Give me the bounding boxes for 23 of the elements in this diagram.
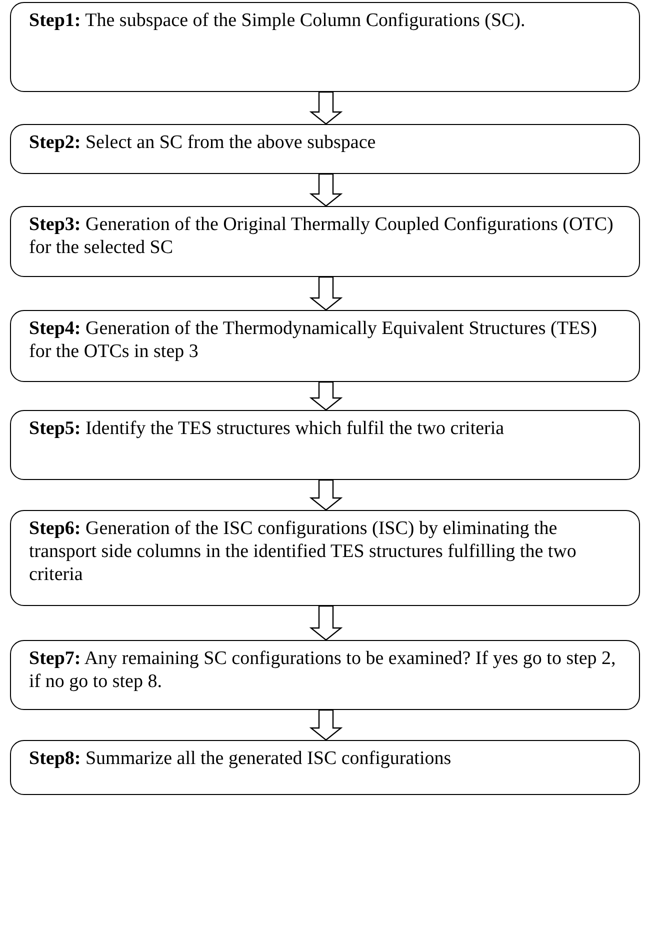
step-text: Step3: Generation of the Original Thermally Coupled Configurations (OTC) for the selected SC (29, 213, 614, 259)
step-text: Step5: Identify the TES structures which fulfil the two criteria (29, 417, 506, 440)
step-text: Step6: Generation of the ISC configurations (ISC) by eliminating the transport side columns in the identified TES structures fulfilling the two criteria (29, 517, 578, 586)
step-text: Step7: Any remaining SC configurations to be examined? If yes go to step 2, if no go to step 8. (29, 647, 617, 693)
step-box (10, 410, 640, 480)
step-box (10, 124, 640, 174)
step-box (10, 310, 640, 382)
hollow-arrow (309, 173, 343, 207)
step-box (10, 206, 640, 277)
hollow-arrow (309, 605, 343, 641)
step-box (10, 2, 640, 92)
hollow-arrow (309, 91, 343, 125)
step-box (10, 510, 640, 606)
step-text: Step8: Summarize all the generated ISC configurations (29, 747, 452, 770)
hollow-arrow (309, 276, 343, 311)
hollow-arrow (309, 381, 343, 411)
step-text: Step4: Generation of the Thermodynamically Equivalent Structures (TES) for the OTCs in step 3 (29, 317, 598, 363)
step-box (10, 640, 640, 710)
step-box (10, 740, 640, 795)
step-text: Step2: Select an SC from the above subspace (29, 131, 377, 154)
hollow-arrow (309, 709, 343, 741)
hollow-arrow (309, 479, 343, 511)
step-text: Step1: The subspace of the Simple Column Configurations (SC). (29, 9, 526, 32)
